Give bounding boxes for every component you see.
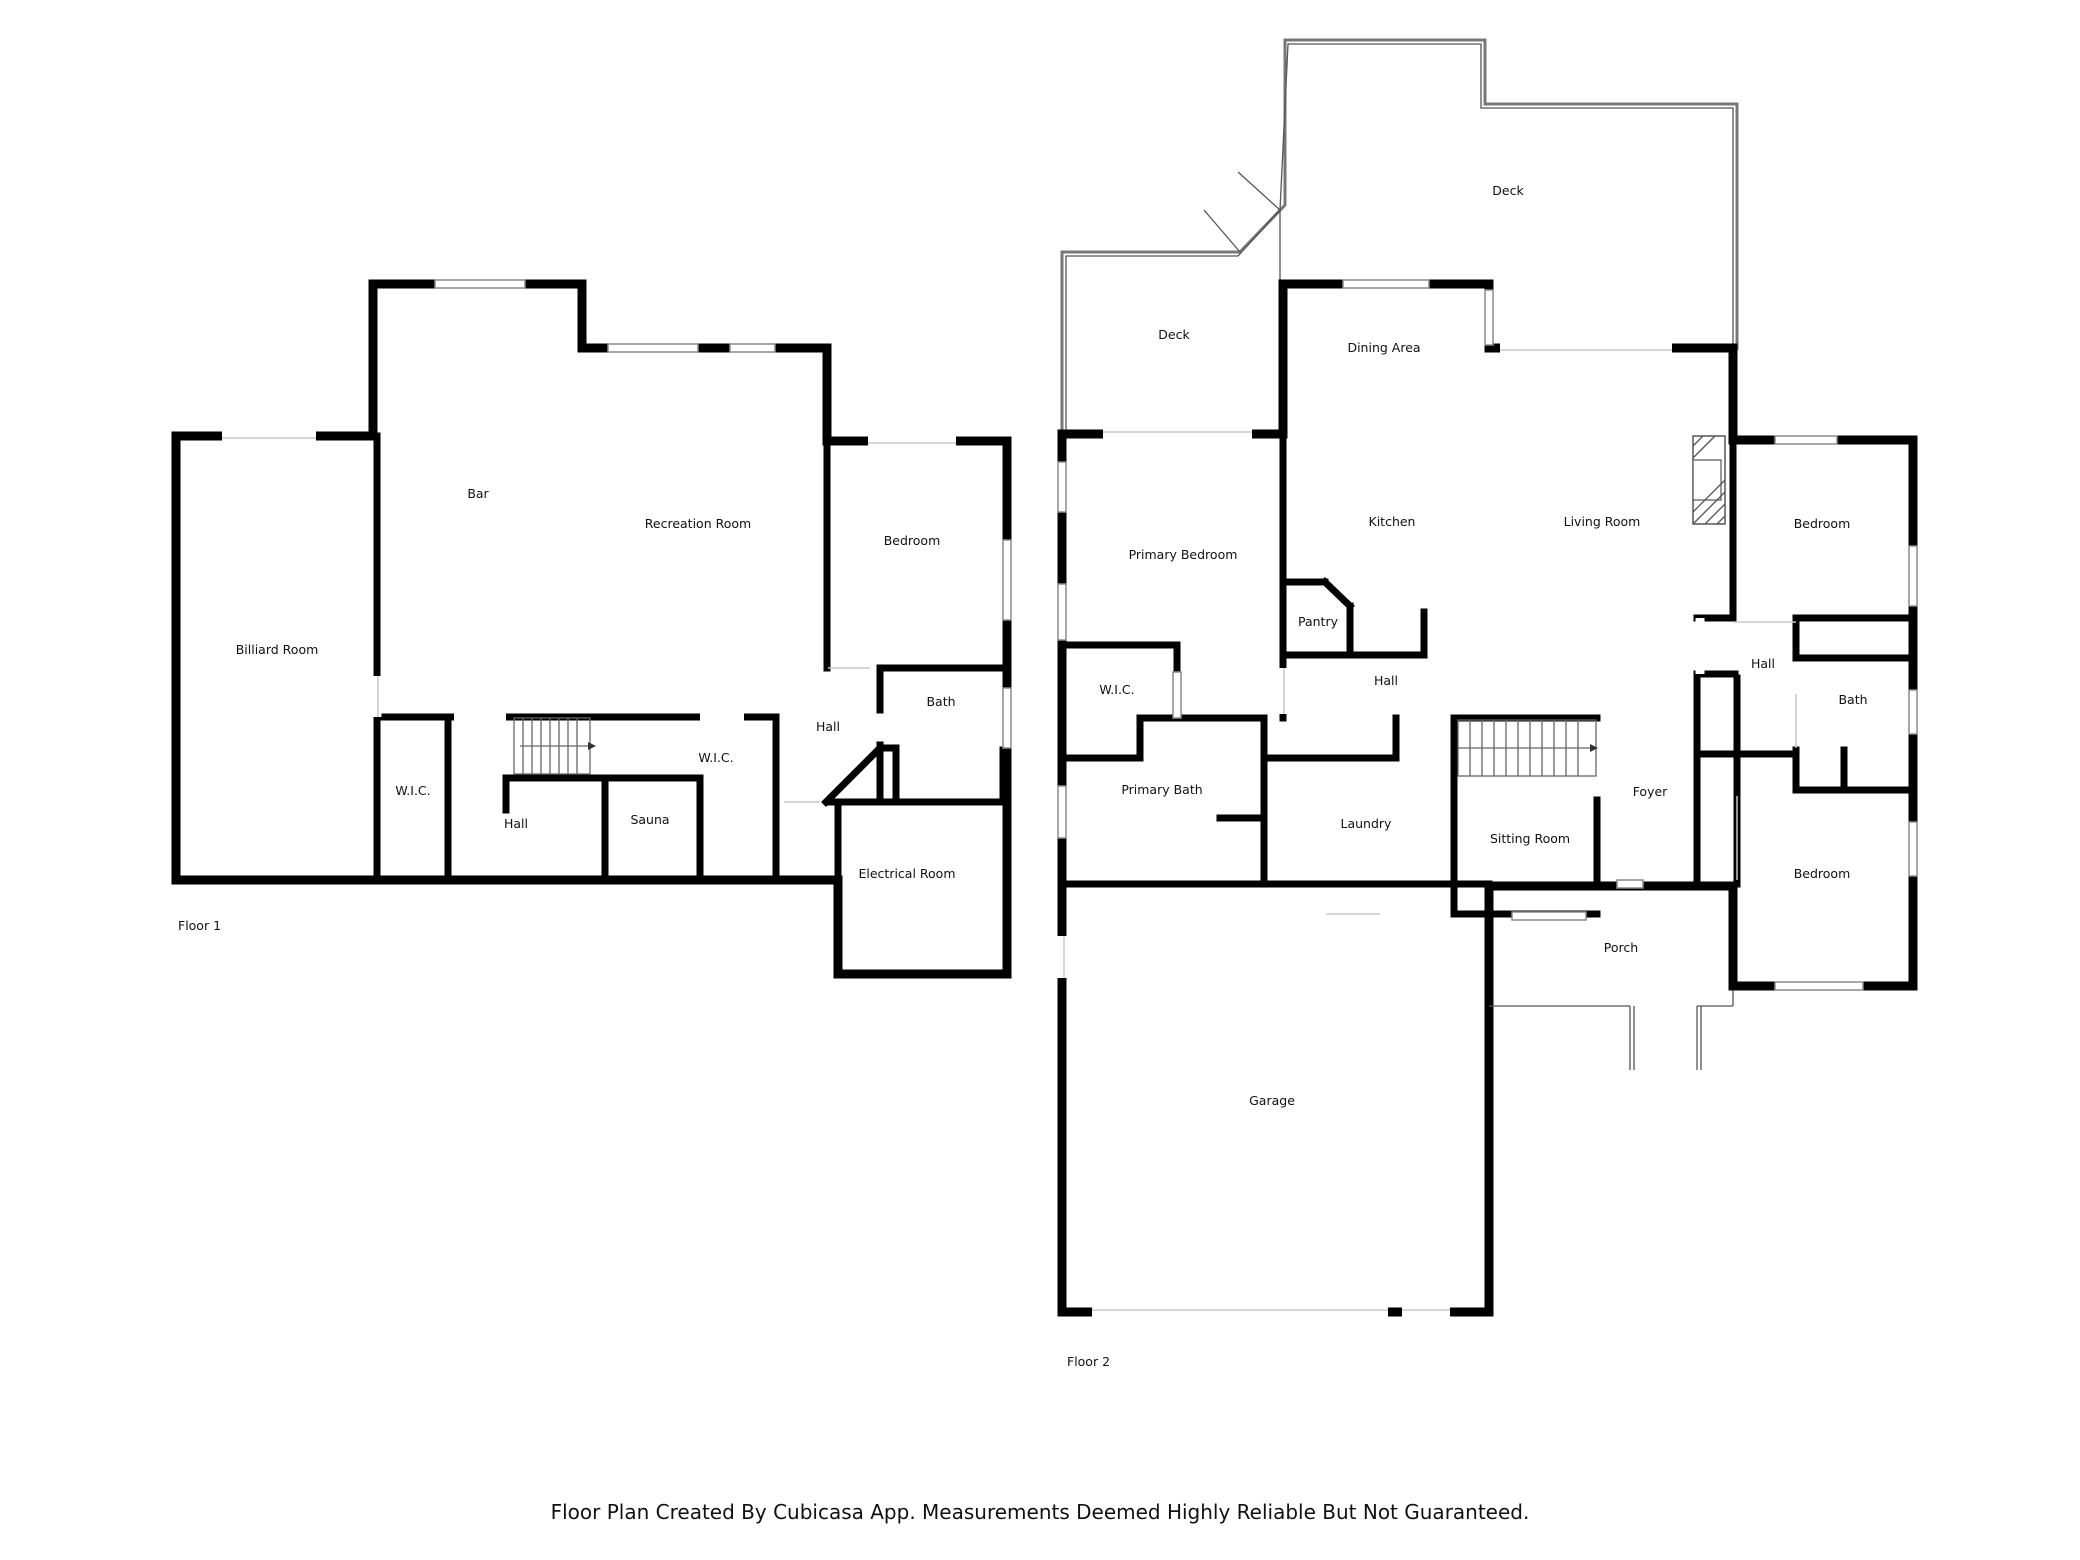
room-label-bedroom: Bedroom: [1794, 866, 1851, 881]
fireplace: [1692, 435, 1726, 525]
floor-1-plan: [171, 279, 1012, 979]
room-label-electrical-room: Electrical Room: [858, 866, 955, 881]
room-label-deck: Deck: [1492, 183, 1524, 198]
floor-2-interior-walls: [1058, 430, 1917, 918]
room-label-hall: Hall: [816, 719, 840, 734]
floor-1-exterior-walls: [171, 279, 1012, 979]
room-label-hall: Hall: [1751, 656, 1775, 671]
room-label-billiard-room: Billiard Room: [236, 642, 319, 657]
room-label-sauna: Sauna: [630, 812, 669, 827]
deck-outline: [1060, 38, 1739, 434]
floor-2-label: Floor 2: [1067, 1354, 1110, 1369]
room-label-living-room: Living Room: [1564, 514, 1641, 529]
room-label-wic: W.I.C.: [698, 750, 733, 765]
room-label-bar: Bar: [467, 486, 489, 501]
room-labels: Bar Recreation Room Bedroom Billiard Roo…: [236, 183, 1868, 1108]
room-label-primary-bedroom: Primary Bedroom: [1129, 547, 1238, 562]
room-label-garage: Garage: [1249, 1093, 1295, 1108]
room-label-wic: W.I.C.: [395, 783, 430, 798]
floor-2-windows: [1057, 279, 1918, 991]
room-label-dining-area: Dining Area: [1347, 340, 1420, 355]
room-label-primary-bath: Primary Bath: [1121, 782, 1202, 797]
room-label-bath: Bath: [1838, 692, 1867, 707]
floor-2-stairs: [1457, 719, 1598, 777]
floor-1-interior-walls: [373, 432, 1011, 884]
room-label-hall: Hall: [1374, 673, 1398, 688]
room-label-foyer: Foyer: [1633, 784, 1668, 799]
room-label-pantry: Pantry: [1298, 614, 1339, 629]
porch-outline: [1489, 990, 1734, 1070]
floor-2-openings: [1056, 342, 1797, 1318]
room-label-hall: Hall: [504, 816, 528, 831]
room-label-kitchen: Kitchen: [1369, 514, 1416, 529]
room-label-wic: W.I.C.: [1099, 682, 1134, 697]
room-label-recreation-room: Recreation Room: [645, 516, 751, 531]
floor-2-plan: [1056, 38, 1918, 1318]
floor-1-stairs: [513, 717, 596, 775]
room-label-sitting-room: Sitting Room: [1490, 831, 1570, 846]
room-label-laundry: Laundry: [1341, 816, 1393, 831]
disclaimer-footer: Floor Plan Created By Cubicasa App. Meas…: [550, 1500, 1530, 1524]
floor-1-label: Floor 1: [178, 918, 221, 933]
room-label-bath: Bath: [926, 694, 955, 709]
room-label-bedroom: Bedroom: [1794, 516, 1851, 531]
room-label-bedroom: Bedroom: [884, 533, 941, 548]
floor-1-windows: [434, 279, 1012, 749]
room-label-porch: Porch: [1604, 940, 1638, 955]
room-label-deck: Deck: [1158, 327, 1190, 342]
floor-1-openings: [222, 430, 956, 803]
